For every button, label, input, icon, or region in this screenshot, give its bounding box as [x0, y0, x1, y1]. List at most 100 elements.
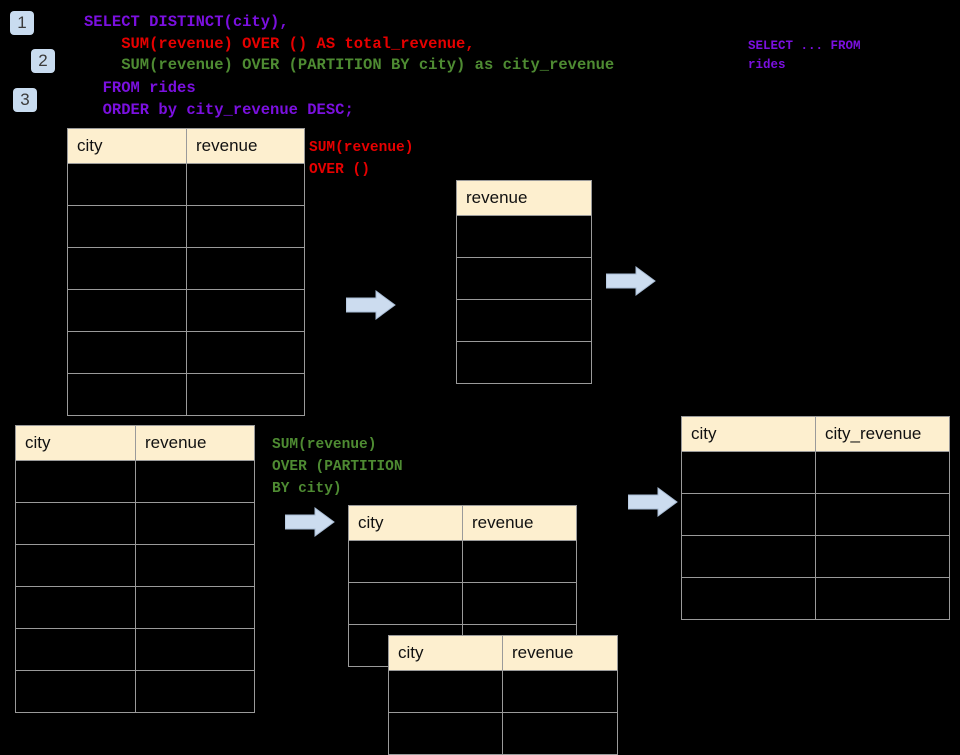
cell-revenue [186, 373, 305, 416]
select-from-rides-note: SELECT ... FROM rides [748, 39, 861, 72]
cell-city [388, 670, 503, 713]
sql-line-order-by: ORDER by city_revenue DESC; [84, 100, 354, 119]
arrow-partition-to-result [628, 487, 678, 517]
cell-revenue [186, 289, 305, 332]
column-header-revenue: revenue [135, 425, 255, 461]
city-revenue-result-table: city city_revenue [681, 416, 950, 620]
cell-revenue [456, 215, 592, 258]
table-row [456, 341, 592, 384]
cell-revenue [186, 163, 305, 206]
table-row [67, 331, 305, 374]
cell-city-revenue [815, 535, 950, 578]
cell-revenue [135, 586, 255, 629]
table-header-row: city revenue [15, 425, 255, 461]
table-row [15, 460, 255, 503]
table-row [456, 257, 592, 300]
cell-revenue [502, 712, 618, 755]
table-row [15, 628, 255, 671]
cell-revenue [135, 670, 255, 713]
cell-city-revenue [815, 451, 950, 494]
cell-revenue [462, 582, 577, 625]
column-header-city-revenue: city_revenue [815, 416, 950, 452]
cell-revenue [135, 628, 255, 671]
cell-revenue [456, 257, 592, 300]
sql-line-sum-over-partition: SUM(revenue) OVER (PARTITION BY city) as… [84, 56, 615, 74]
cell-city [681, 493, 816, 536]
table-header-row: city revenue [348, 505, 577, 541]
column-header-city: city [67, 128, 187, 164]
cell-city [15, 628, 136, 671]
step-badge-3: 3 [13, 88, 37, 112]
cell-revenue [456, 341, 592, 384]
cell-revenue [186, 205, 305, 248]
sql-line-select-distinct: SELECT DISTINCT(city), [84, 13, 289, 31]
cell-city [67, 247, 187, 290]
cell-revenue [135, 544, 255, 587]
table-header-row: city revenue [67, 128, 305, 164]
arrow-source-to-partition [285, 507, 335, 537]
cell-revenue [135, 502, 255, 545]
cell-city [67, 205, 187, 248]
table-row [15, 544, 255, 587]
table-row [67, 373, 305, 416]
column-header-revenue: revenue [462, 505, 577, 541]
table-row [67, 205, 305, 248]
cell-city [67, 163, 187, 206]
step-badge-2: 2 [31, 49, 55, 73]
cell-revenue [186, 247, 305, 290]
column-header-city: city [348, 505, 463, 541]
cell-city [681, 535, 816, 578]
table-row [67, 163, 305, 206]
table-row [15, 502, 255, 545]
table-row [681, 451, 950, 494]
table-header-row: city city_revenue [681, 416, 950, 452]
column-header-revenue: revenue [502, 635, 618, 671]
annotation-sum-over-empty: SUM(revenue) OVER () [309, 140, 414, 178]
rides-source-table: city revenue [67, 128, 305, 416]
table-row [456, 215, 592, 258]
cell-city [15, 586, 136, 629]
cell-revenue [186, 331, 305, 374]
cell-revenue [462, 540, 577, 583]
column-header-city: city [388, 635, 503, 671]
cell-revenue [456, 299, 592, 342]
table-row [67, 247, 305, 290]
partition-group-table-front: city revenue [388, 635, 618, 755]
cell-city-revenue [815, 493, 950, 536]
cell-city [15, 544, 136, 587]
annotation-sum-over-partition: SUM(revenue) OVER (PARTITION BY city) [272, 437, 403, 497]
cell-revenue [502, 670, 618, 713]
cell-city-revenue [815, 577, 950, 620]
sql-line-sum-over-empty: SUM(revenue) OVER () AS total_revenue, [84, 34, 475, 53]
cell-city [67, 331, 187, 374]
table-header-row: city revenue [388, 635, 618, 671]
cell-city [681, 451, 816, 494]
table-row [681, 577, 950, 620]
arrow-source-to-total [346, 290, 396, 320]
table-row [348, 582, 577, 625]
rides-source-table-2: city revenue [15, 425, 255, 713]
cell-city [15, 502, 136, 545]
cell-city [67, 289, 187, 332]
table-row [348, 540, 577, 583]
diagram-canvas: 1 2 3 SELECT DISTINCT(city), SUM(revenue… [10, 11, 950, 755]
table-row [681, 493, 950, 536]
cell-city [681, 577, 816, 620]
cell-city [67, 373, 187, 416]
step-badge-1: 1 [10, 11, 34, 35]
sql-line-from-rides: FROM rides [84, 78, 196, 97]
cell-city [388, 712, 503, 755]
cell-revenue [135, 460, 255, 503]
table-row [67, 289, 305, 332]
table-header-row: revenue [456, 180, 592, 216]
table-row [681, 535, 950, 578]
column-header-city: city [681, 416, 816, 452]
cell-city [348, 540, 463, 583]
cell-city [15, 670, 136, 713]
column-header-revenue: revenue [456, 180, 592, 216]
table-row [15, 670, 255, 713]
arrow-total-to-result [606, 266, 656, 296]
column-header-revenue: revenue [186, 128, 305, 164]
total-revenue-table: revenue [456, 180, 592, 384]
table-row [388, 712, 618, 755]
